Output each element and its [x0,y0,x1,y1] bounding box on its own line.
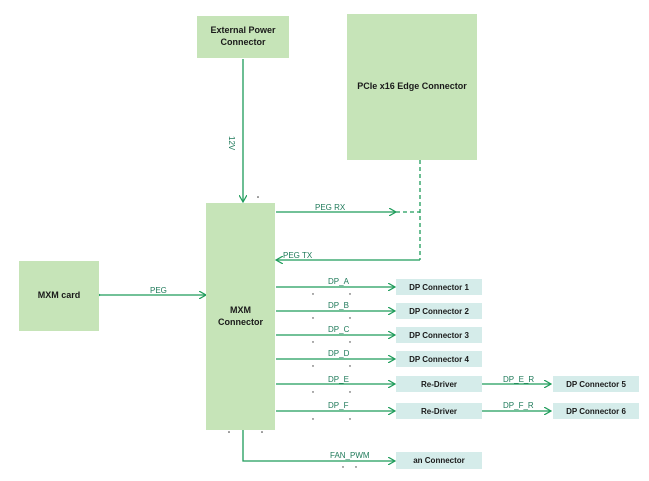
external-power-connector-block: External Power Connector [197,16,289,58]
label-dp-e: DP_E [328,375,349,384]
label-dp-e-r: DP_E_R [503,375,535,384]
re-driver-e: Re-Driver [396,376,482,392]
fan-connector: an Connector [396,452,482,469]
label-dp-f: DP_F [328,401,349,410]
label-fan-pwm: FAN_PWM [330,451,370,460]
dp-connector-6: DP Connector 6 [553,403,639,419]
dp-connector-4: DP Connector 4 [396,351,482,367]
mxm-connector-block: MXM Connector [206,203,275,430]
label-dp-c: DP_C [328,325,350,334]
mxm-card-block: MXM card [19,261,99,331]
pcie-edge-connector-block: PCIe x16 Edge Connector [347,14,477,160]
dp-connector-3: DP Connector 3 [396,327,482,343]
label-dp-d: DP_D [328,349,350,358]
label-dp-f-r: DP_F_R [503,401,534,410]
dp-connector-1: DP Connector 1 [396,279,482,295]
label-peg-rx: PEG RX [315,203,346,212]
label-peg: PEG [150,286,167,295]
label-12v: 12V [227,136,236,151]
label-dp-b: DP_B [328,301,349,310]
label-dp-a: DP_A [328,277,349,286]
label-peg-tx: PEG TX [283,251,313,260]
re-driver-f: Re-Driver [396,403,482,419]
dp-connector-2: DP Connector 2 [396,303,482,319]
wire-fan-pwm [242,430,395,461]
dp-connector-5: DP Connector 5 [553,376,639,392]
